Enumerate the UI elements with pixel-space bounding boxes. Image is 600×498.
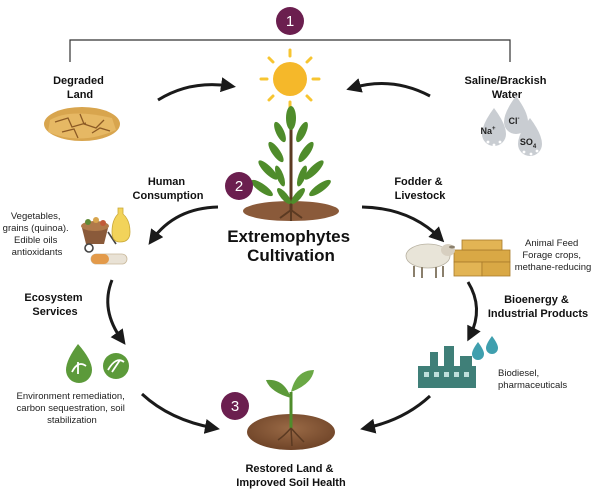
arrow-fodder-to-bioenergy <box>466 281 481 342</box>
arrow-saline-to-sun <box>346 78 431 98</box>
degraded-land-label: Degraded Land <box>53 75 107 101</box>
arrow-human-to-ecosystem <box>106 279 126 345</box>
animal-feed-text: Animal Feed Forage crops, methane-reduci… <box>515 238 592 273</box>
ecosystem-services-label: Ecosystem Services <box>24 292 85 318</box>
arrow-bioenergy-to-restored <box>360 394 432 434</box>
extremophyte-plant-icon <box>243 106 339 221</box>
badge-2: 2 <box>225 172 253 200</box>
restored-land-label: Restored Land & Improved Soil Health <box>236 463 346 489</box>
center-title: Extremophytes Cultivation <box>227 227 355 265</box>
cracked-soil-icon <box>44 107 120 141</box>
food-products-text: Vegetables, grains (quinoa). Edible oils… <box>3 211 72 258</box>
badge-1: 1 <box>276 7 304 35</box>
ecosystem-services-icon <box>66 344 129 383</box>
sulfate-ion-label: SO4 <box>520 137 537 150</box>
saline-water-label: Saline/Brackish Water <box>465 75 550 101</box>
chloride-ion-label: Cl- <box>509 116 520 126</box>
fodder-livestock-label: Fodder & Livestock <box>394 176 446 202</box>
human-consumption-label: Human Consumption <box>133 176 204 202</box>
ion-drops-icon: Na+ Cl- SO4 <box>480 96 542 156</box>
badge-3: 3 <box>221 392 249 420</box>
top-bracket-line <box>69 39 511 62</box>
badge-1-label: 1 <box>286 13 294 30</box>
bioenergy-label: Bioenergy & Industrial Products <box>488 294 588 320</box>
ecosystem-desc-text: Environment remediation, carbon sequestr… <box>17 391 128 426</box>
arrow-plant-to-fodder <box>361 205 445 243</box>
food-products-icon <box>81 207 131 265</box>
sun-icon <box>259 48 321 110</box>
badge-2-label: 2 <box>235 178 243 195</box>
badge-3-label: 3 <box>231 398 239 415</box>
bioenergy-desc-text: Biodiesel, pharmaceuticals <box>498 368 567 391</box>
arrow-degraded-to-sun <box>157 77 236 102</box>
restored-soil-sapling-icon <box>247 370 335 450</box>
arrow-plant-to-human <box>148 205 219 245</box>
sheep-and-hay-icon <box>405 239 511 278</box>
factory-icon <box>418 336 498 388</box>
arrow-ecosystem-to-restored <box>140 392 220 434</box>
sodium-ion-label: Na+ <box>480 126 496 136</box>
